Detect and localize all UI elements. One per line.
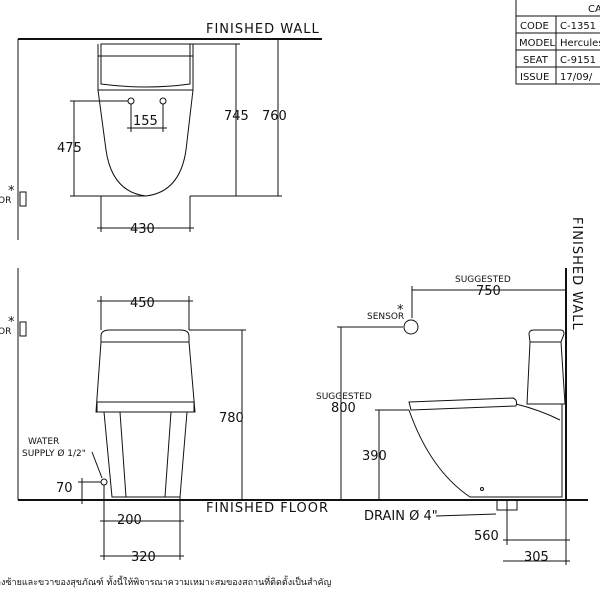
title-block-value-issue: 17/09/ [560, 72, 593, 83]
title-block-key-code: CODE [520, 21, 549, 32]
dim-70: 70 [56, 481, 73, 496]
bowl-side [408, 404, 563, 498]
suggested-label-top: SUGGESTED [455, 275, 511, 285]
dim-320: 320 [131, 550, 156, 565]
sensor-label-front-fragment: OR [0, 327, 11, 337]
title-block-value-model: Hercules [560, 38, 600, 49]
dim-745: 745 [224, 109, 249, 124]
sensor-label-top-fragment: OR [0, 196, 11, 206]
sensor-icon-front [19, 321, 27, 337]
fixing-hole-left [127, 97, 135, 105]
dim-475: 475 [57, 141, 82, 156]
dim-560: 560 [474, 529, 499, 544]
fixing-hole-right [159, 97, 167, 105]
sensor-asterisk-side: * [397, 303, 404, 318]
dim-155: 155 [133, 114, 158, 129]
sensor-asterisk-front: * [8, 315, 15, 330]
water-supply-line1: WATER [28, 437, 59, 447]
suggested-label-left: SUGGESTED [316, 392, 372, 402]
sensor-label-side: SENSOR [367, 312, 404, 322]
dim-800: 800 [331, 401, 356, 416]
sensor-icon-top [19, 191, 27, 207]
dim-390: 390 [362, 449, 387, 464]
pedestal-front [103, 411, 188, 498]
title-block-value-code: C-1351 [560, 21, 596, 32]
dim-200: 200 [117, 513, 142, 528]
tank-lid-front [100, 329, 190, 343]
tank-top-view [100, 43, 191, 88]
seat-side [408, 397, 518, 411]
dim-750: 750 [476, 284, 501, 299]
title-block-key-issue: ISSUE [520, 72, 549, 83]
seat-front [96, 401, 195, 413]
footer-note: างซ้ายและขวาของสุขภัณฑ์ ทั้งนี้ให้พิจารณ… [0, 575, 332, 588]
dim-305: 305 [524, 550, 549, 565]
dim-430: 430 [130, 222, 155, 237]
title-block-header: CA [588, 4, 600, 15]
tank-lid-side [528, 329, 565, 343]
finished-wall-label-side: FINISHED WALL [569, 217, 584, 331]
sensor-icon-side [403, 319, 419, 335]
title-block-key-seat: SEAT [523, 55, 549, 66]
drain-label: DRAIN Ø 4" [364, 509, 438, 524]
dim-780: 780 [219, 411, 244, 426]
top-view: FINISHED WALL 745 760 475 155 430 OR [0, 22, 322, 240]
water-supply-point [100, 478, 108, 486]
finished-floor-label: FINISHED FLOOR [206, 501, 329, 516]
sensor-asterisk-top: * [8, 184, 15, 199]
front-view: 450 780 WATER SUPPLY Ø 1/2" 70 200 320 O… [0, 268, 588, 565]
water-supply-line2: SUPPLY Ø 1/2" [22, 448, 86, 459]
dim-450: 450 [130, 296, 155, 311]
side-view: FINISHED WALL DRAIN Ø 4" SUGGESTED 750 S… [316, 217, 584, 565]
finished-wall-label-top: FINISHED WALL [206, 22, 320, 37]
bowl-top-view [97, 89, 194, 197]
title-block: CA CODE C-1351 MODEL Hercules SEAT C-915… [515, 0, 600, 85]
dim-760: 760 [262, 109, 287, 124]
tank-body-side [526, 341, 566, 405]
title-block-value-seat: C-9151 [560, 55, 596, 66]
title-block-key-model: MODEL [519, 38, 556, 49]
